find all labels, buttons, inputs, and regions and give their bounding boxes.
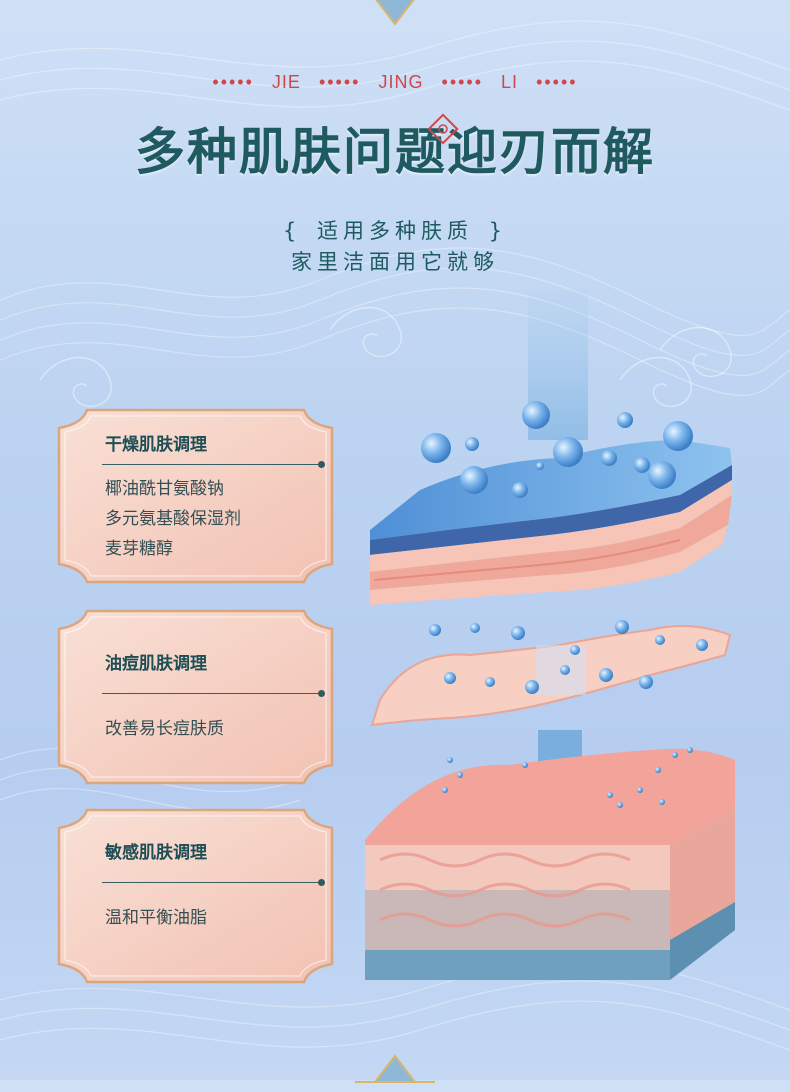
- water-bubbles-top: [421, 401, 693, 498]
- red-seal-icon: [427, 113, 459, 145]
- list-item: 多元氨基酸保湿剂: [105, 509, 241, 529]
- card-divider: [102, 693, 322, 694]
- pinyin-jing: JING: [378, 72, 424, 92]
- card-divider: [102, 464, 322, 465]
- card-title: 干燥肌肤调理: [105, 435, 207, 455]
- subtitle-line-1: {适用多种肤质}: [283, 219, 507, 243]
- card-frame: [57, 609, 334, 785]
- card-divider: [102, 882, 322, 883]
- water-bubbles-bottom: [442, 747, 693, 808]
- card-dry-skin: 干燥肌肤调理 椰油酰甘氨酸钠 多元氨基酸保湿剂 麦芽糖醇: [57, 408, 334, 584]
- card-frame: [57, 408, 334, 584]
- divider-dot: [318, 879, 325, 886]
- card-sensitive-skin: 敏感肌肤调理 温和平衡油脂: [57, 808, 334, 984]
- skin-layers-illustration: [365, 290, 735, 980]
- list-item: 椰油酰甘氨酸钠: [105, 479, 224, 499]
- top-ornament-icon: [375, 0, 415, 26]
- card-list: 温和平衡油脂: [105, 903, 207, 933]
- list-item: 麦芽糖醇: [105, 539, 173, 559]
- pinyin-header: ••••• JIE ••••• JING ••••• LI •••••: [212, 72, 578, 92]
- divider-dot: [318, 461, 325, 468]
- card-list: 改善易长痘肤质: [105, 714, 224, 744]
- skin-tissue-block: [365, 748, 735, 980]
- card-title: 油痘肌肤调理: [105, 654, 207, 674]
- page-title: 多种肌肤问题迎刃而解: [135, 122, 655, 181]
- pinyin-li: LI: [501, 72, 519, 92]
- dry-skin-layer: [370, 440, 732, 605]
- card-oily-acne-skin: 油痘肌肤调理 改善易长痘肤质: [57, 609, 334, 785]
- bottom-ornament-icon: [355, 1054, 435, 1083]
- water-bubbles-middle: [429, 620, 708, 694]
- oily-skin-layer: [370, 625, 732, 727]
- list-item: 温和平衡油脂: [105, 908, 207, 928]
- divider-dot: [318, 690, 325, 697]
- card-frame: [57, 808, 334, 984]
- subtitle-line-2: 家里洁面用它就够: [291, 250, 499, 274]
- list-item: 改善易长痘肤质: [105, 719, 224, 739]
- card-title: 敏感肌肤调理: [105, 843, 207, 863]
- pinyin-jie: JIE: [271, 72, 301, 92]
- card-list: 椰油酰甘氨酸钠 多元氨基酸保湿剂 麦芽糖醇: [105, 474, 241, 564]
